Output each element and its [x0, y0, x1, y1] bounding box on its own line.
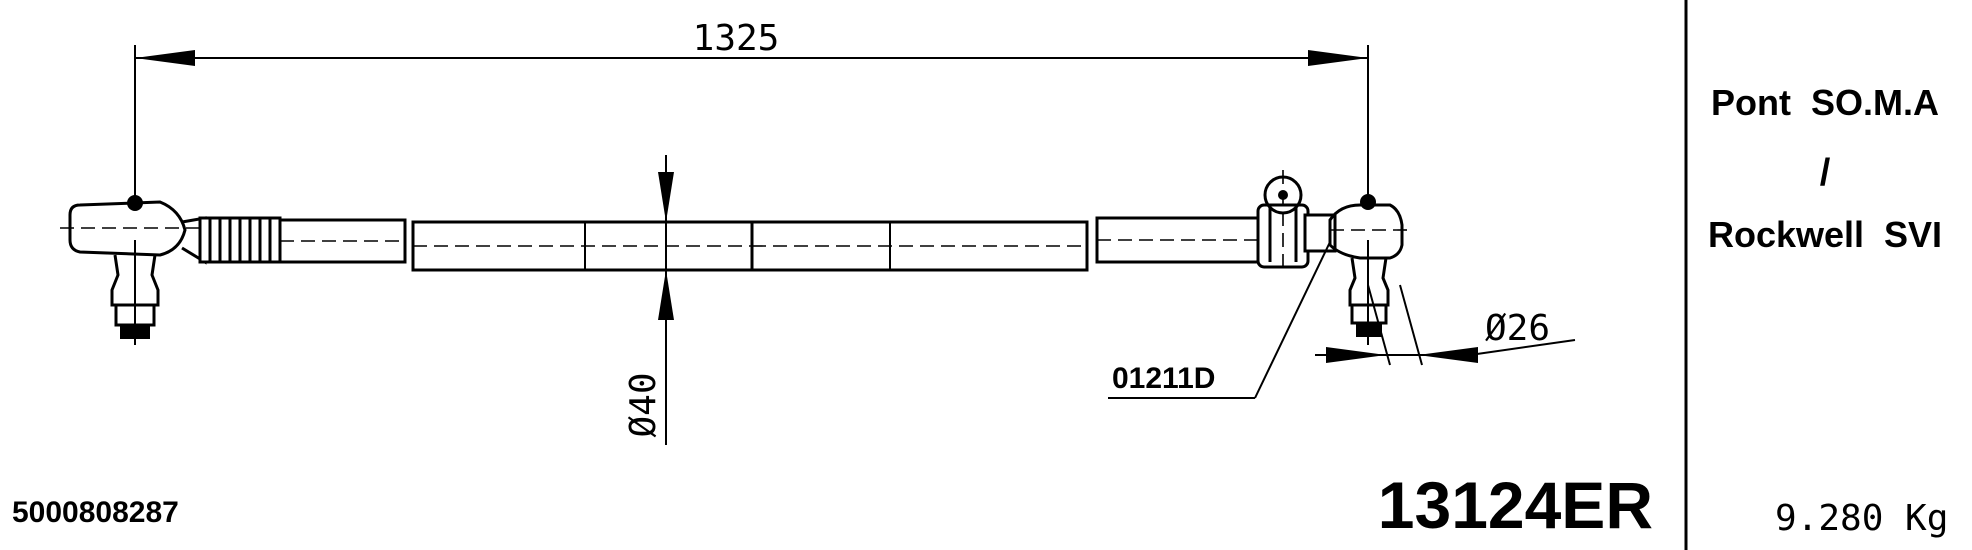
left-tie-rod-end — [60, 195, 407, 345]
overall-length-dimension: 1325 — [134, 18, 1369, 205]
overall-length-label: 1325 — [693, 18, 780, 59]
ball-diameter-dimension: Ø26 — [1315, 284, 1576, 366]
application-block: Pont SO.M.A / Rockwell SVI — [1708, 82, 1942, 255]
article-number: 5000808287 — [12, 496, 179, 529]
callout-leader: 01211D — [1108, 241, 1331, 399]
weight-label: 9.280 Kg — [1775, 498, 1948, 539]
part-number: 13124ER — [1378, 468, 1653, 542]
ball-diameter-label: Ø26 — [1485, 308, 1550, 349]
tube-diameter-dimension: Ø40 — [623, 155, 674, 445]
application-line-2: / — [1820, 152, 1831, 194]
application-line-3: Rockwell SVI — [1708, 214, 1942, 255]
main-tube — [411, 216, 1264, 272]
right-tie-rod-end — [1256, 170, 1410, 345]
thread-lines — [208, 218, 272, 262]
callout-part-label: 01211D — [1112, 362, 1215, 395]
application-line-1: Pont SO.M.A — [1711, 82, 1939, 123]
tube-diameter-label: Ø40 — [623, 372, 664, 437]
